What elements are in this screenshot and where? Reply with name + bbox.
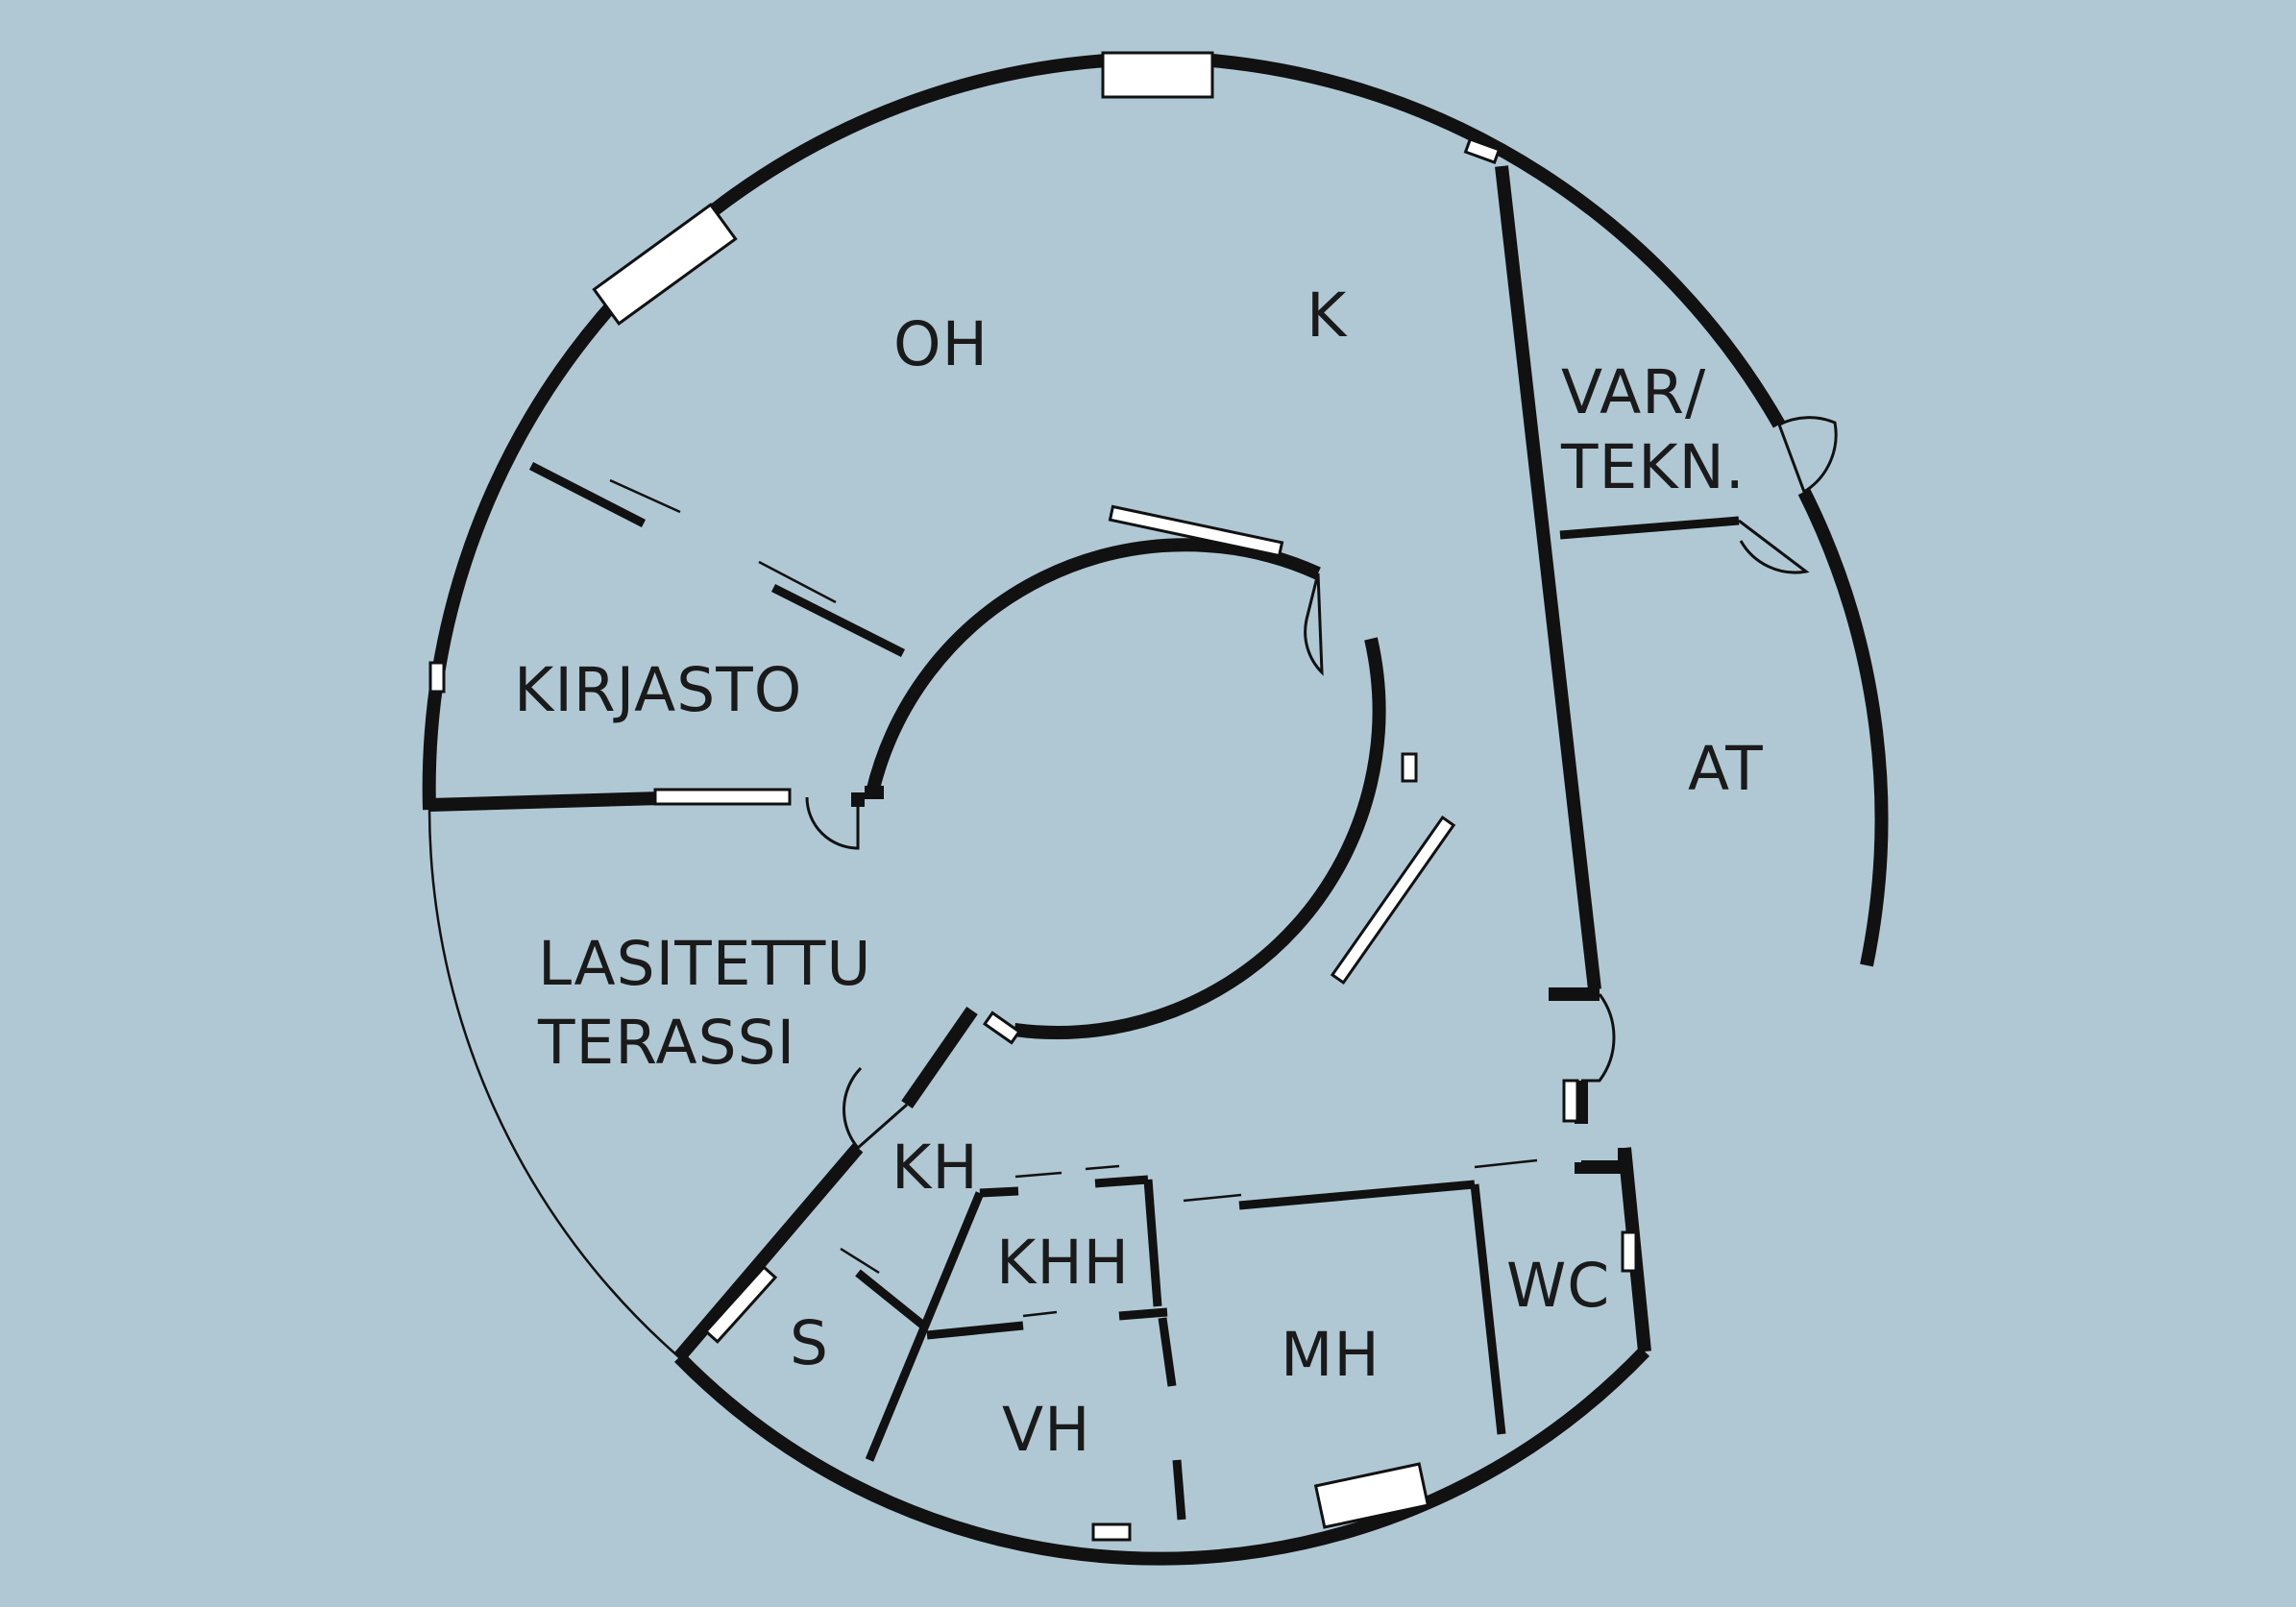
window-inner-right [1330, 815, 1456, 986]
windows [428, 51, 1638, 1542]
inner-door-icon [1304, 572, 1324, 676]
doors [805, 416, 1838, 1151]
kirjasto-partition-1 [528, 461, 647, 528]
inner-wall-right [1014, 637, 1386, 1039]
mh-top-wall [1238, 1180, 1476, 1210]
wc-jog-2 [1575, 1148, 1631, 1174]
room-label-terassi-line1: LASITETTU [538, 929, 871, 999]
outer-wall-right [1797, 488, 1889, 967]
kirjasto-wall [428, 791, 662, 812]
wc-top-sliding [1474, 1158, 1538, 1169]
kirjasto-partition-2 [770, 583, 906, 658]
inner-wall [865, 538, 1386, 1039]
khh-top-sliding-a [1014, 1171, 1063, 1179]
room-label-kh: KH [892, 1132, 979, 1203]
kirjasto-partition-1b [609, 478, 681, 514]
kirjasto-partition-2a [758, 560, 837, 604]
room-label-wc: WC [1506, 1251, 1610, 1321]
khh-right-wall-low [1158, 1317, 1177, 1387]
vh-mh-divider [1172, 1459, 1186, 1521]
kh-door-icon [843, 1066, 908, 1151]
khh-right-wall [1143, 1179, 1162, 1307]
kh-wall-lower [673, 1143, 864, 1362]
wc-left-wall [1470, 1183, 1506, 1435]
window-left-small [428, 661, 446, 694]
var-tekn-wall [1559, 516, 1740, 540]
inner-wall-top [866, 538, 1321, 794]
room-label-oh: OH [893, 309, 989, 379]
room-label-terassi-line2: TERASSI [537, 1008, 795, 1078]
window-kirjasto-wall [653, 788, 792, 806]
window-inner-right-small [1401, 752, 1418, 783]
window-bottom [1313, 1462, 1430, 1529]
outer-wall-top-right [1211, 54, 1786, 428]
khh-bottom-sliding [1022, 1310, 1058, 1318]
s-wall [855, 1269, 930, 1332]
room-label-mh: MH [1281, 1320, 1380, 1390]
khh-top-wall-a [979, 1186, 1019, 1198]
var-tekn-door-icon [1738, 519, 1810, 574]
kh-wall-upper [901, 1007, 978, 1108]
window-wc [1621, 1230, 1638, 1273]
window-inner-top [1108, 504, 1284, 558]
khh-top-wall-b [1094, 1175, 1149, 1188]
window-bottom-small [1091, 1522, 1132, 1542]
room-label-var-line2: TEKN. [1560, 432, 1746, 502]
at-door-icon [1581, 993, 1616, 1083]
outer-wall-bottom [674, 1347, 1650, 1566]
room-label-s: S [790, 1308, 829, 1378]
kirjasto-door-icon [805, 796, 860, 850]
khh-bottom-wall [926, 1321, 1024, 1340]
window-top-left [592, 203, 738, 326]
mh-top-sliding [1183, 1193, 1242, 1203]
room-label-vh: VH [1002, 1395, 1090, 1465]
room-label-var-line1: VAR/ [1561, 357, 1706, 427]
room-labels: OH K VAR/ TEKN. KIRJASTO AT LASITETTU TE… [514, 280, 1764, 1465]
terrace-glazing-line [427, 809, 680, 1358]
window-top-right-small [1463, 137, 1502, 164]
s-sliding [840, 1247, 880, 1275]
room-label-at: AT [1688, 734, 1764, 804]
window-top [1101, 51, 1214, 99]
window-at-wall [1562, 1079, 1579, 1123]
outer-right-door-upper-icon [1777, 416, 1838, 495]
room-label-kirjasto: KIRJASTO [514, 655, 802, 725]
khh-bottom-wall-b [1118, 1307, 1168, 1321]
khh-top-sliding-b [1085, 1164, 1120, 1171]
interior-walls [428, 165, 1740, 1521]
window-inner-bottom [982, 1010, 1022, 1045]
window-s [703, 1265, 778, 1344]
room-label-khh: KHH [996, 1228, 1130, 1298]
room-label-k: K [1307, 280, 1348, 351]
kitchen-at-wall [1495, 165, 1601, 990]
